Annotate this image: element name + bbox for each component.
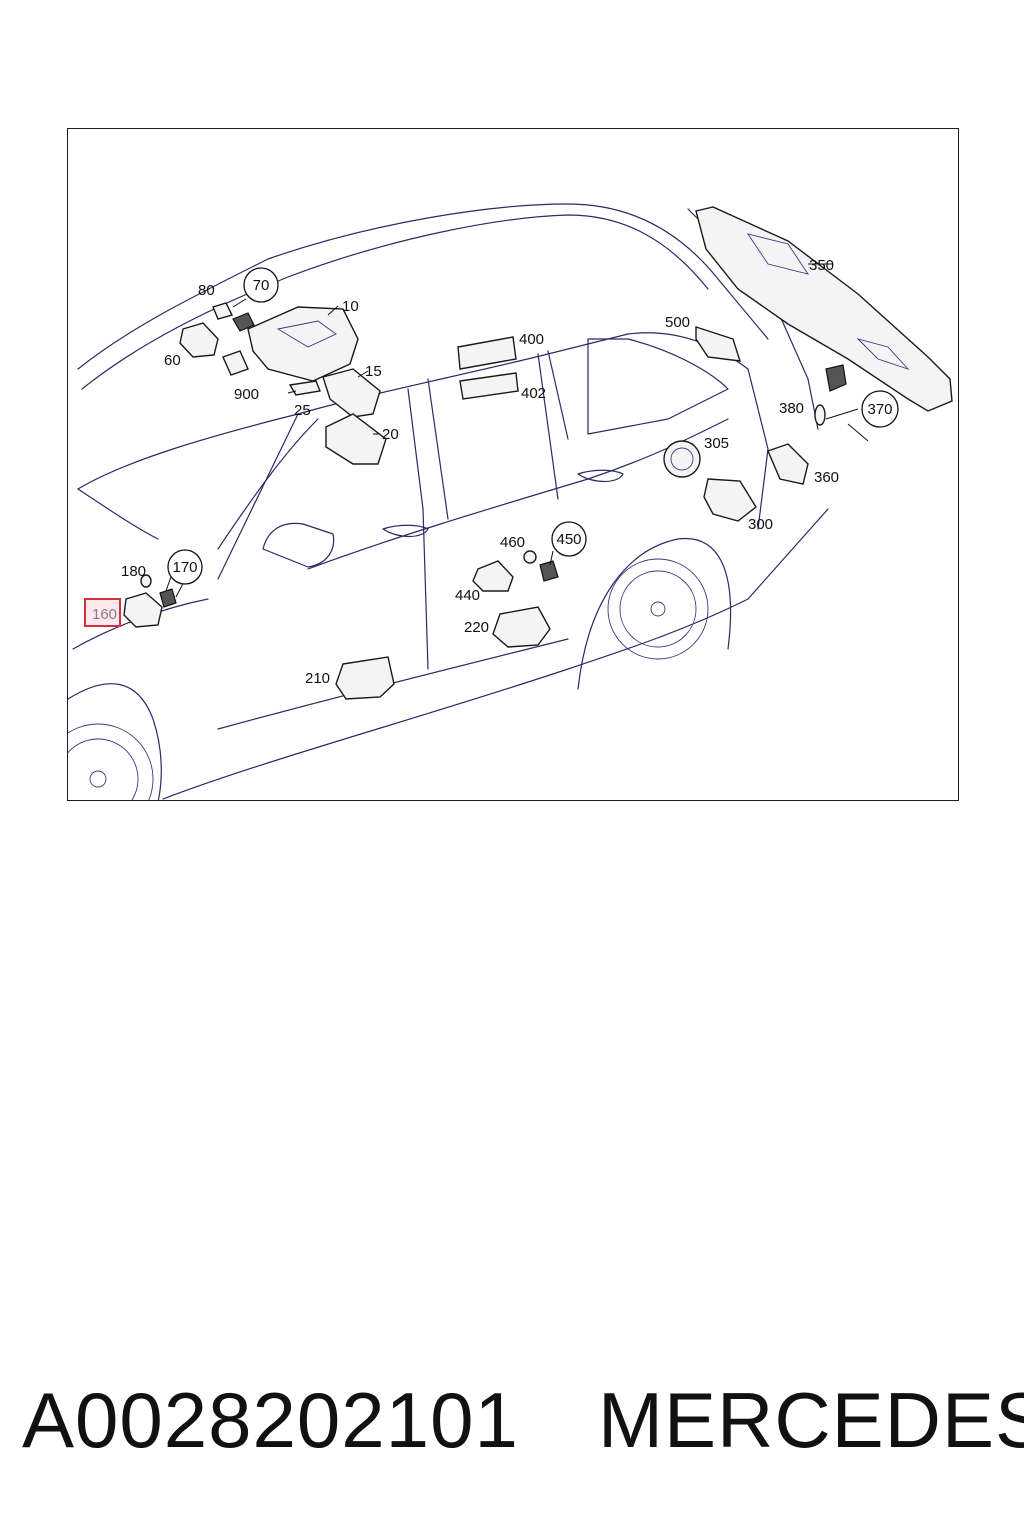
callout-370: 370	[867, 401, 892, 418]
part-number: A0028202101	[22, 1376, 519, 1464]
callout-25: 25	[294, 402, 311, 419]
callout-15: 15	[365, 363, 382, 380]
part-170-plug	[159, 588, 177, 608]
part-360	[767, 443, 809, 485]
part-220	[492, 606, 551, 648]
footer: A0028202101 MERCEDES	[0, 1372, 1024, 1482]
callout-500: 500	[665, 314, 690, 331]
callout-80: 80	[198, 282, 215, 299]
brand-name: MERCEDES	[598, 1376, 1024, 1464]
part-20	[325, 413, 387, 465]
part-160	[123, 592, 163, 628]
tailgate-trim	[695, 206, 953, 412]
callout-380: 380	[779, 400, 804, 417]
callout-circle-170	[167, 549, 203, 585]
callout-350: 350	[809, 257, 834, 274]
callout-400: 400	[519, 331, 544, 348]
callout-440: 440	[455, 587, 480, 604]
part-400	[457, 336, 517, 370]
part-300	[703, 478, 757, 522]
part-25	[288, 380, 321, 396]
callout-170: 170	[172, 559, 197, 576]
callout-10: 10	[342, 298, 359, 315]
callout-450: 450	[556, 531, 581, 548]
callout-labels: 70 80 10 60 900 25 15 20 400 402 500 350…	[84, 257, 899, 687]
part-15	[322, 368, 381, 418]
callout-60: 60	[164, 352, 181, 369]
callout-360: 360	[814, 469, 839, 486]
part-402	[459, 372, 519, 400]
part-440	[472, 560, 514, 592]
parts-diagram: 70 80 10 60 900 25 15 20 400 402 500 350…	[67, 128, 959, 801]
part-210	[335, 656, 395, 700]
part-180	[140, 574, 152, 588]
part-370-plug	[825, 364, 847, 392]
callout-300: 300	[748, 516, 773, 533]
part-900	[222, 350, 249, 376]
callout-70: 70	[253, 277, 270, 294]
highlight-box-160	[84, 598, 121, 627]
part-500	[695, 326, 741, 362]
callout-180: 180	[121, 563, 146, 580]
lamp-60	[179, 322, 219, 358]
part-460	[523, 550, 537, 564]
callout-circle-450	[551, 521, 587, 557]
callout-circle-370	[861, 390, 899, 428]
part-305	[663, 440, 701, 478]
callout-460: 460	[500, 534, 525, 551]
callout-220: 220	[464, 619, 489, 636]
callout-circle-70	[243, 267, 279, 303]
car-lighting-diagram: 70 80 10 60 900 25 15 20 400 402 500 350…	[68, 203, 953, 800]
callout-160: 160	[92, 606, 117, 623]
callout-210: 210	[305, 670, 330, 687]
callout-402: 402	[521, 385, 546, 402]
overhead-console	[212, 302, 359, 382]
part-380	[814, 404, 826, 426]
part-450-plug	[539, 560, 559, 582]
callout-900: 900	[234, 386, 259, 403]
callout-20: 20	[382, 426, 399, 443]
callout-305: 305	[704, 435, 729, 452]
